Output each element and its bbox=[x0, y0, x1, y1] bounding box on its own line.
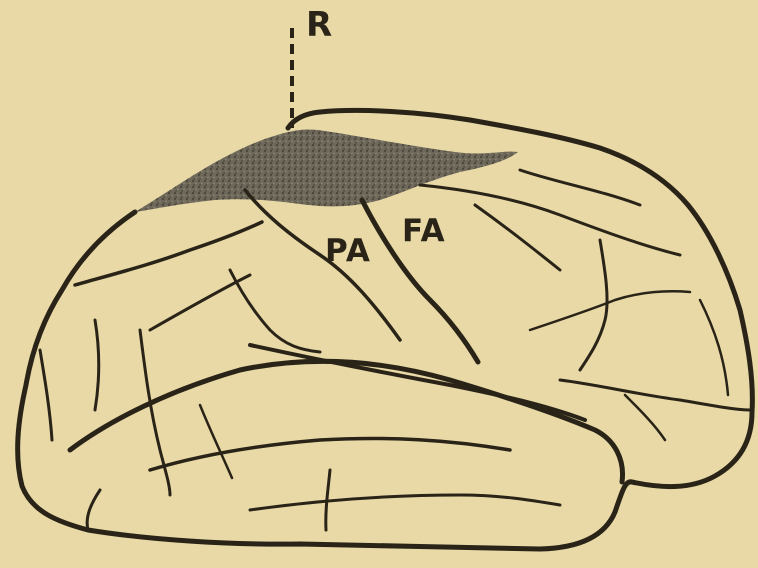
superior-temporal-sulcus bbox=[150, 438, 510, 470]
postcentral-sulcus bbox=[245, 190, 400, 340]
orbital-sulcus-small bbox=[625, 395, 665, 440]
frontal-sulcus-upper bbox=[420, 185, 680, 255]
temporal-sulcus-small bbox=[200, 405, 232, 478]
frontal-pole-sulcus bbox=[700, 300, 728, 395]
label-pa: PA bbox=[325, 236, 371, 267]
cerebellar-notch bbox=[87, 490, 100, 530]
label-fa: FA bbox=[402, 216, 446, 247]
inferior-temporal-sulcus bbox=[250, 495, 560, 510]
occipital-sulcus bbox=[95, 320, 99, 410]
lunate-sulcus bbox=[40, 350, 52, 440]
inferior-frontal-sulcus bbox=[530, 291, 690, 330]
label-r: R bbox=[306, 8, 332, 42]
angular-sulcus bbox=[230, 270, 320, 352]
stippled-region bbox=[135, 129, 518, 212]
orbital-sulcus bbox=[560, 380, 750, 410]
frontal-sulcus-branch bbox=[520, 170, 640, 205]
parietal-sulcus-branch bbox=[150, 275, 250, 330]
frontal-sulcus-arc bbox=[475, 205, 560, 270]
